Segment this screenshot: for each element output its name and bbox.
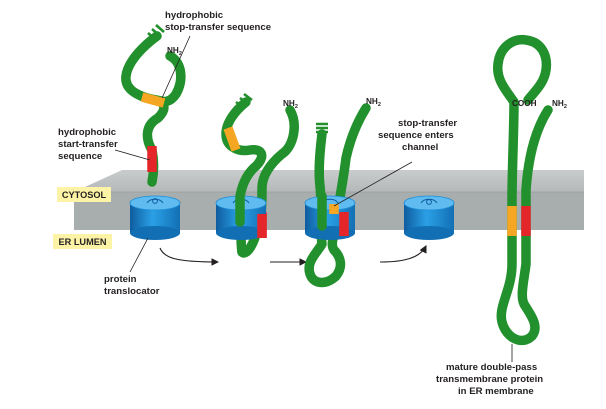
svg-text:CYTOSOL: CYTOSOL [62,190,107,200]
stage2-chain-front [235,191,267,238]
svg-text:ER LUMEN: ER LUMEN [59,237,107,247]
cytosol-tag: CYTOSOL [57,187,111,202]
er-lumen-tag: ER LUMEN [53,234,112,249]
stage1-polypeptide: NH2 [121,24,186,187]
mature-nh2-label: NH2 [552,99,567,110]
cooh-label: COOH [512,99,537,108]
translocator-4 [403,195,455,240]
mature-protein: COOH NH2 [493,34,567,346]
stage2-nh2-label: NH2 [283,99,298,110]
arrow-step-1 [159,247,220,266]
arrow-step-3 [379,245,427,263]
stage1-nh2-label: NH2 [167,46,182,57]
stop-transfer-segment [140,92,166,108]
translocator-1 [129,195,181,240]
stage3-nh2-label: NH2 [366,97,381,108]
